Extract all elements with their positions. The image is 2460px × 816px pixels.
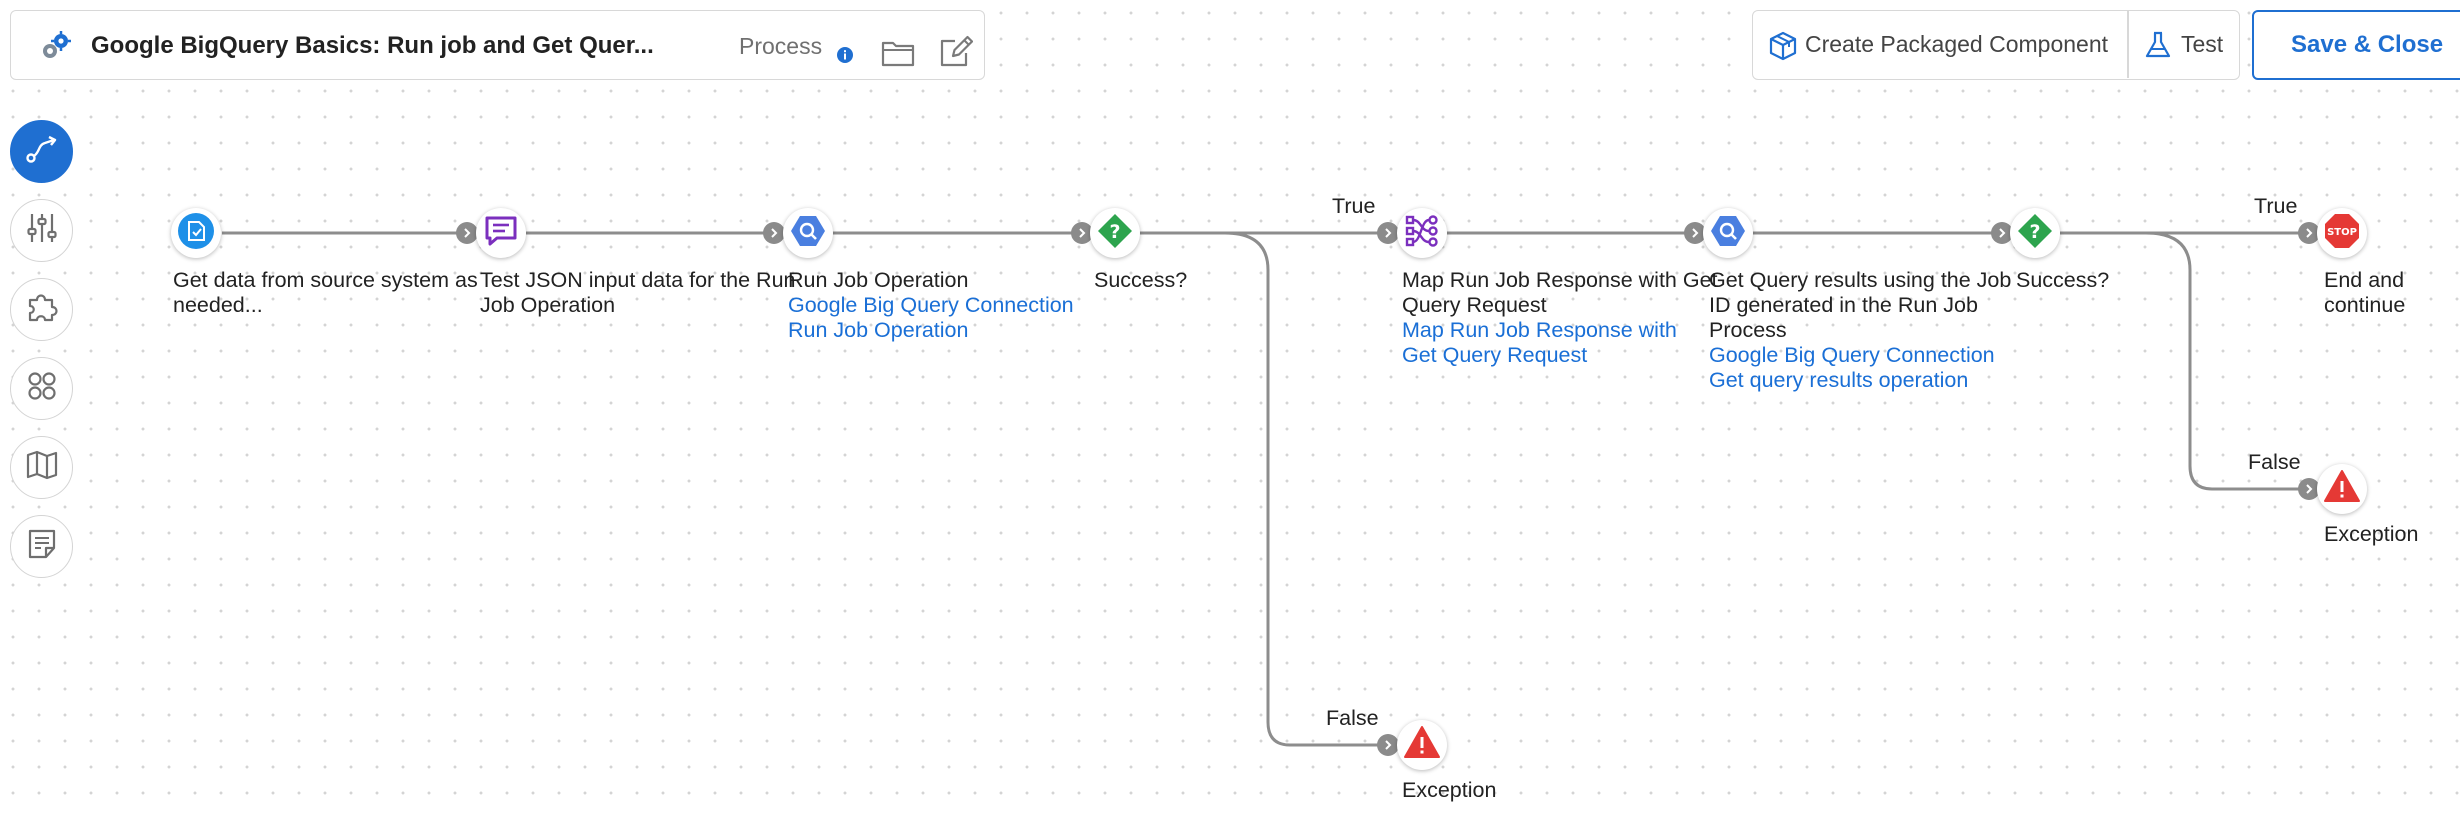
false-branch-label: False [1326,706,1379,730]
step-connector[interactable] [1377,734,1399,756]
decision-step-node[interactable]: ? [1090,208,1140,258]
puzzle-icon [24,289,60,330]
true-branch-label: True [1332,194,1376,218]
step-title: Map Run Job Response with Get Query Requ… [1402,268,1718,317]
page-title: Google BigQuery Basics: Run job and Get … [91,32,654,59]
connection-link[interactable]: Google Big Query Connection [1709,343,1995,367]
step-label: Map Run Job Response with Get Query Requ… [1402,268,1722,368]
step-label: Exception [2324,522,2419,546]
true-branch-label: True [2254,194,2298,218]
flask-icon [2143,30,2173,60]
create-packaged-component-button[interactable]: Create Packaged Component [1753,11,2127,78]
start-step-node[interactable] [171,208,221,258]
operation-link[interactable]: Run Job Operation [788,318,969,342]
step-connector[interactable] [2298,222,2320,244]
exception-step-node[interactable] [2317,464,2367,514]
get-query-step-node[interactable] [1703,208,1753,258]
step-label: Success? [2016,268,2110,292]
map-step-node[interactable] [1397,208,1447,258]
flow-path-tool-button[interactable] [10,120,73,183]
notes-icon [24,526,60,567]
file-start-icon [177,212,215,255]
apps-tool-button[interactable] [10,357,73,420]
step-connector[interactable] [1071,222,1093,244]
bigquery-icon [789,212,827,255]
map-tool-button[interactable] [10,436,73,499]
step-label: Test JSON input data for the Run Job Ope… [480,268,796,317]
stop-icon: STOP [2323,212,2361,255]
step-label: Success? [1094,268,1188,292]
step-connector[interactable] [1991,222,2013,244]
save-close-button[interactable]: Save & Close [2252,10,2460,80]
divider [2127,11,2129,78]
step-connector[interactable] [1377,222,1399,244]
svg-text:?: ? [2029,221,2040,243]
exception-icon [2323,468,2361,511]
exception-icon [1403,724,1441,767]
svg-text:?: ? [1109,221,1120,243]
step-label: Get Query results using the Job ID gener… [1709,268,2029,393]
bigquery-icon [1709,212,1747,255]
connection-link[interactable]: Google Big Query Connection [788,293,1074,317]
decision-icon: ? [1096,212,1134,255]
action-bar: Create Packaged Component Test [1752,10,2240,80]
step-label: Run Job Operation Google Big Query Conne… [788,268,1108,343]
sliders-icon [24,210,60,251]
message-icon [482,212,520,255]
step-label: End and continue [2324,268,2406,317]
step-connector[interactable] [1684,222,1706,244]
stop-sign-text: STOP [2327,227,2357,238]
test-button[interactable]: Test [2129,11,2239,78]
components-tool-button[interactable] [10,278,73,341]
map-icon [24,447,60,488]
folder-icon[interactable] [881,38,915,68]
decision-icon: ? [2016,212,2054,255]
exception-step-node[interactable] [1397,720,1447,770]
map-link-line-1[interactable]: Map Run Job Response with [1402,318,1677,342]
process-type-label: Process [739,33,823,59]
operation-link[interactable]: Get query results operation [1709,368,1969,392]
map-shape-icon [1403,212,1441,255]
grid-apps-icon [24,368,60,409]
stop-step-node[interactable]: STOP [2317,208,2367,258]
package-icon [1767,30,1799,62]
step-connector[interactable] [2298,478,2320,500]
flow-path-icon [24,131,60,172]
step-connector[interactable] [763,222,785,244]
test-label: Test [2181,31,2224,57]
decision-step-node[interactable]: ? [2010,208,2060,258]
map-link-line-2[interactable]: Get Query Request [1402,343,1588,367]
false-branch-label: False [2248,450,2301,474]
step-label: Exception [1402,778,1497,802]
step-title: Get Query results using the Job ID gener… [1709,268,2012,342]
create-packaged-component-label: Create Packaged Component [1805,31,2109,57]
info-icon[interactable] [836,46,854,64]
sliders-tool-button[interactable] [10,199,73,262]
edit-icon[interactable] [939,35,974,69]
run-job-step-node[interactable] [783,208,833,258]
gear-icon [37,29,73,65]
notes-tool-button[interactable] [10,515,73,578]
step-label: Get data from source system as needed... [173,268,478,317]
step-connector[interactable] [456,222,478,244]
step-title: Run Job Operation [788,268,969,292]
process-title-bar: Google BigQuery Basics: Run job and Get … [10,10,985,80]
message-step-node[interactable] [476,208,526,258]
